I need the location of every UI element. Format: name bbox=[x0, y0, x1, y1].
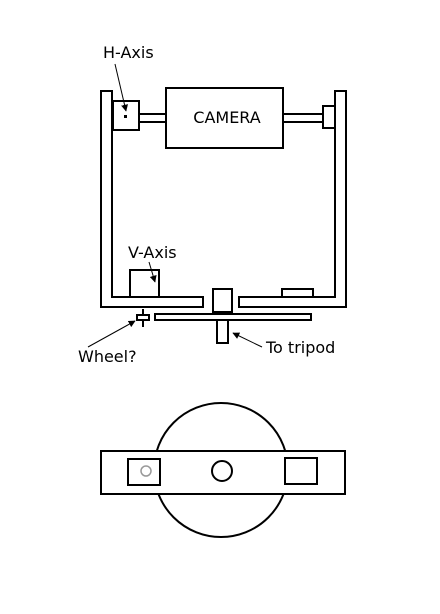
to-tripod-label: To tripod bbox=[265, 338, 335, 357]
side-view: CAMERA H-Axis V-Axis Wheel? To tripod bbox=[78, 43, 347, 366]
h-axis-arrow bbox=[114, 63, 128, 112]
lower-plate bbox=[154, 313, 312, 321]
wheel-label: Wheel? bbox=[78, 347, 137, 366]
h-axis-label: H-Axis bbox=[103, 43, 154, 62]
camera-body bbox=[165, 87, 284, 149]
top-right-block bbox=[284, 457, 318, 485]
top-center-hole bbox=[211, 460, 233, 482]
top-left-motor bbox=[127, 458, 161, 486]
v-axis-label: V-Axis bbox=[128, 243, 177, 262]
left-frame bbox=[100, 90, 204, 308]
right-base-block bbox=[281, 288, 314, 298]
right-bearing bbox=[322, 105, 336, 129]
top-wheel-hole bbox=[140, 465, 152, 477]
wheel-arrow bbox=[87, 320, 136, 348]
v-axis-arrow bbox=[148, 261, 157, 283]
v-axis-motor bbox=[129, 269, 160, 298]
tripod-stem bbox=[216, 319, 229, 344]
to-tripod-arrow bbox=[232, 332, 263, 348]
camera-label: CAMERA bbox=[193, 108, 261, 127]
top-view bbox=[100, 402, 346, 538]
h-axis-motor-dot bbox=[124, 115, 127, 118]
wheel bbox=[136, 314, 150, 321]
center-hub bbox=[212, 288, 233, 313]
